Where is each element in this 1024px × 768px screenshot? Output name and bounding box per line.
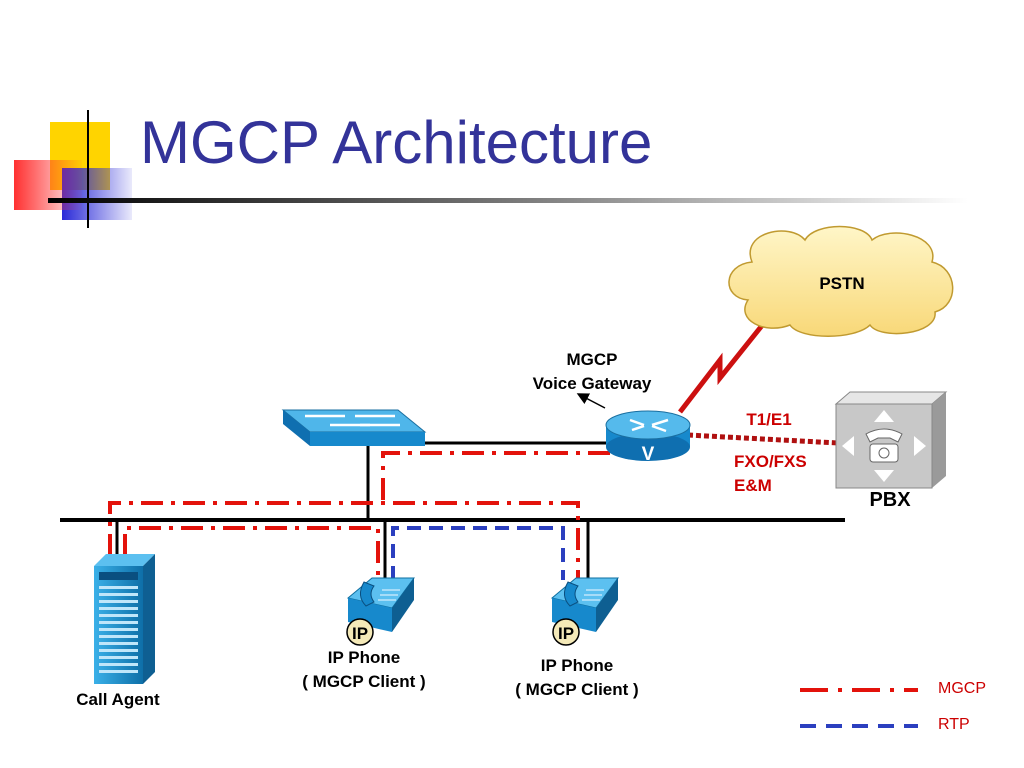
mgcp-path-call-agent-phone2 [108, 501, 580, 580]
pbx-label: PBX [869, 489, 911, 511]
pbx-trunk-line [687, 432, 839, 446]
em-label: E&M [734, 476, 772, 495]
gateway-badge: V [642, 444, 655, 465]
t1e1-label: T1/E1 [746, 410, 792, 429]
call-agent-server-icon [94, 554, 155, 684]
phone2-label-line2: ( MGCP Client ) [515, 680, 639, 699]
ip-phone-icon [346, 577, 415, 646]
legend-rtp-label: RTP [938, 716, 970, 733]
call-agent-label: Call Agent [76, 690, 160, 709]
gateway-label-line1: MGCP [566, 350, 618, 369]
pbx-icon [834, 391, 948, 489]
ip-badge-1: IP [352, 624, 368, 643]
pstn-serial-link [678, 316, 770, 414]
pstn-label: PSTN [819, 274, 865, 293]
mgcp-path-call-agent-phone1 [123, 526, 380, 580]
phone1-label-line2: ( MGCP Client ) [302, 672, 426, 691]
voice-gateway-router-icon [605, 410, 691, 461]
ip-phone-icon [550, 577, 619, 646]
phone1-label-line1: IP Phone [327, 648, 401, 667]
fxofxs-label: FXO/FXS [734, 452, 807, 471]
page-title: MGCP Architecture [140, 109, 653, 176]
ip-badge-2: IP [558, 624, 574, 643]
legend-mgcp-label: MGCP [938, 680, 986, 697]
pstn-cloud-icon [728, 225, 954, 337]
rtp-media-path [391, 526, 565, 580]
mgcp-signaling-paths [108, 451, 620, 580]
gateway-label-line2: Voice Gateway [532, 374, 652, 393]
gateway-callout-arrow [576, 393, 606, 409]
ethernet-switch-icon [281, 409, 427, 446]
mgcp-path-to-gateway [381, 451, 620, 500]
phone2-label-line1: IP Phone [540, 656, 614, 675]
title-rule [48, 198, 968, 203]
